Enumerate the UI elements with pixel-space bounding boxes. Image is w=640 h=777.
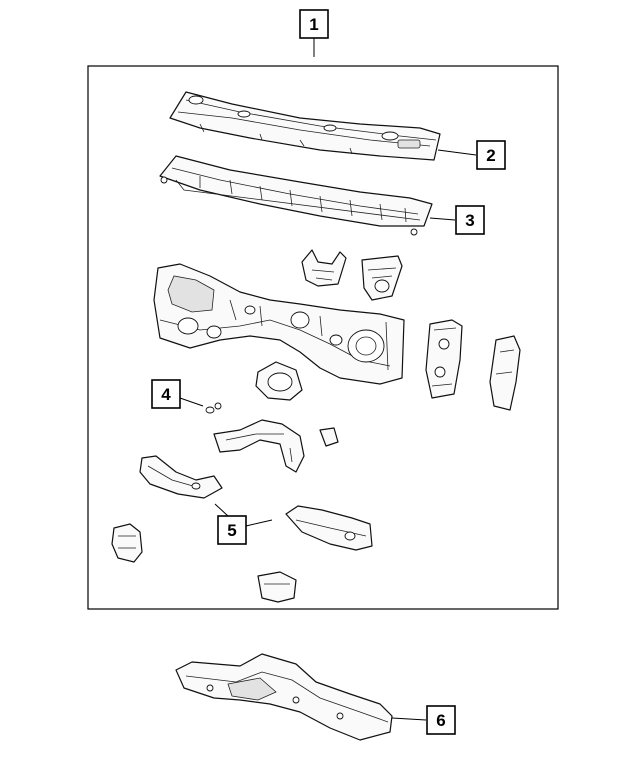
lower-bracket-center[interactable]	[257, 571, 297, 603]
leader-6	[391, 717, 427, 721]
dash-reinforcement-left[interactable]	[213, 419, 305, 473]
callout-3-label: 3	[465, 211, 474, 230]
callout-6-label: 6	[436, 711, 445, 730]
callout-6[interactable]: 6	[426, 705, 456, 735]
crossmember-right[interactable]	[285, 505, 373, 551]
callout-5[interactable]: 5	[217, 515, 247, 545]
crossmember-left[interactable]	[139, 455, 223, 499]
callout-1-label: 1	[309, 15, 318, 34]
cowl-top-panel[interactable]	[169, 91, 441, 161]
callout-2-label: 2	[486, 146, 495, 165]
callout-4[interactable]: 4	[151, 379, 181, 409]
callout-1[interactable]: 1	[299, 9, 329, 39]
side-bracket[interactable]	[489, 335, 521, 411]
upper-bracket-right[interactable]	[361, 255, 403, 301]
callout-2[interactable]: 2	[476, 140, 506, 170]
assembly-frame	[87, 65, 559, 610]
small-clip[interactable]	[319, 427, 339, 447]
leader-4	[179, 397, 204, 407]
callout-5-label: 5	[227, 521, 236, 540]
leader-5a	[214, 503, 229, 517]
leader-2	[437, 149, 477, 156]
leader-5b	[245, 519, 273, 527]
lower-bracket-left[interactable]	[111, 523, 143, 563]
cowl-plenum-panel[interactable]	[159, 155, 433, 236]
upper-bracket-left[interactable]	[301, 249, 347, 287]
leader-3	[429, 217, 456, 221]
callout-3[interactable]: 3	[455, 205, 485, 235]
fastener-clip[interactable]	[205, 402, 222, 414]
floor-side-rail[interactable]	[175, 653, 393, 741]
ring-bracket[interactable]	[255, 361, 303, 401]
hinge-pillar-reinforcement[interactable]	[425, 319, 463, 399]
callout-4-label: 4	[161, 385, 171, 404]
dash-panel[interactable]	[153, 263, 405, 385]
